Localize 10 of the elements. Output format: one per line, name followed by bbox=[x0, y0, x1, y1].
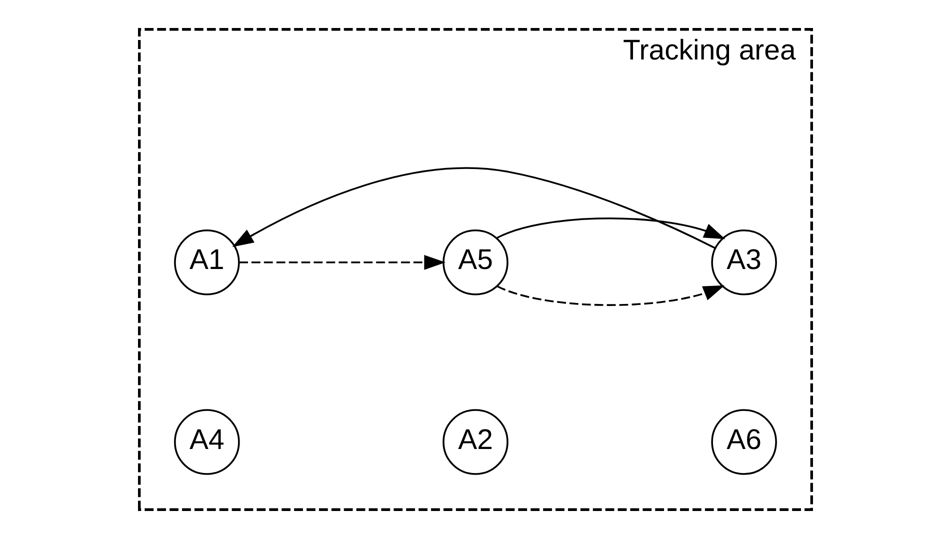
node-circle: A4 bbox=[174, 409, 240, 475]
node-circle: A3 bbox=[710, 229, 776, 296]
node-circle: A6 bbox=[710, 409, 776, 475]
node-circle: A1 bbox=[174, 229, 240, 296]
arrow bbox=[496, 218, 725, 240]
arrow bbox=[238, 254, 446, 270]
node-circle: A5 bbox=[442, 229, 508, 296]
arrow bbox=[232, 167, 715, 249]
arrow bbox=[496, 285, 724, 306]
node-circle: A2 bbox=[442, 409, 508, 475]
